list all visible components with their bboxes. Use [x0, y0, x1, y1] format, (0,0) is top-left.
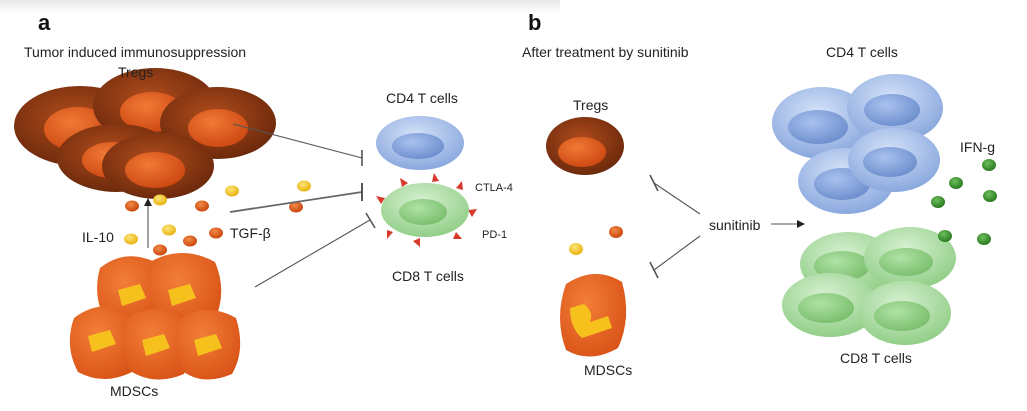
panel-a-letter: a: [38, 10, 51, 35]
panel-a: [14, 68, 477, 380]
tregs-label-b: Tregs: [573, 97, 609, 113]
sunitinib-lines: [649, 174, 805, 279]
ctla4-label: CTLA-4: [475, 182, 513, 194]
mdscs-label-b: MDSCs: [584, 362, 633, 378]
cd4-cell-a: [376, 116, 464, 170]
cd4-cluster-b: [772, 74, 943, 214]
cd8-label-b: CD8 T cells: [840, 350, 912, 366]
cytokines-a: [124, 180, 311, 256]
cd4-label-b: CD4 T cells: [826, 44, 898, 60]
sunitinib-label: sunitinib: [709, 217, 761, 233]
ifng-label: IFN-g: [960, 139, 995, 155]
cytokine-yellow-b: [569, 243, 583, 255]
panel-b-letter: b: [528, 10, 542, 35]
tregs-label-a: Tregs: [118, 64, 154, 80]
tregs-cluster-a: [14, 68, 276, 199]
mdsc-cell-b: [560, 273, 627, 357]
mdscs-cluster-a: [69, 253, 241, 380]
cd8-cell-a: [376, 173, 477, 247]
cytokine-orange-b: [609, 226, 623, 238]
mdscs-label-a: MDSCs: [110, 383, 159, 399]
il10-label: IL-10: [82, 229, 114, 245]
cd8-label-a: CD8 T cells: [392, 268, 464, 284]
cd8-cluster-b: [782, 227, 956, 345]
panel-a-caption: Tumor induced immunosuppression: [24, 44, 247, 60]
top-shade: [0, 0, 560, 14]
cd4-label-a: CD4 T cells: [386, 90, 458, 106]
ifng-dots: [931, 159, 997, 245]
interaction-lines-a: [144, 123, 376, 288]
pd1-label: PD-1: [482, 229, 508, 241]
panel-b: [546, 74, 997, 357]
tgfb-label: TGF-β: [230, 225, 271, 241]
treg-cell-b: [546, 117, 624, 175]
panel-b-caption: After treatment by sunitinib: [522, 44, 689, 60]
